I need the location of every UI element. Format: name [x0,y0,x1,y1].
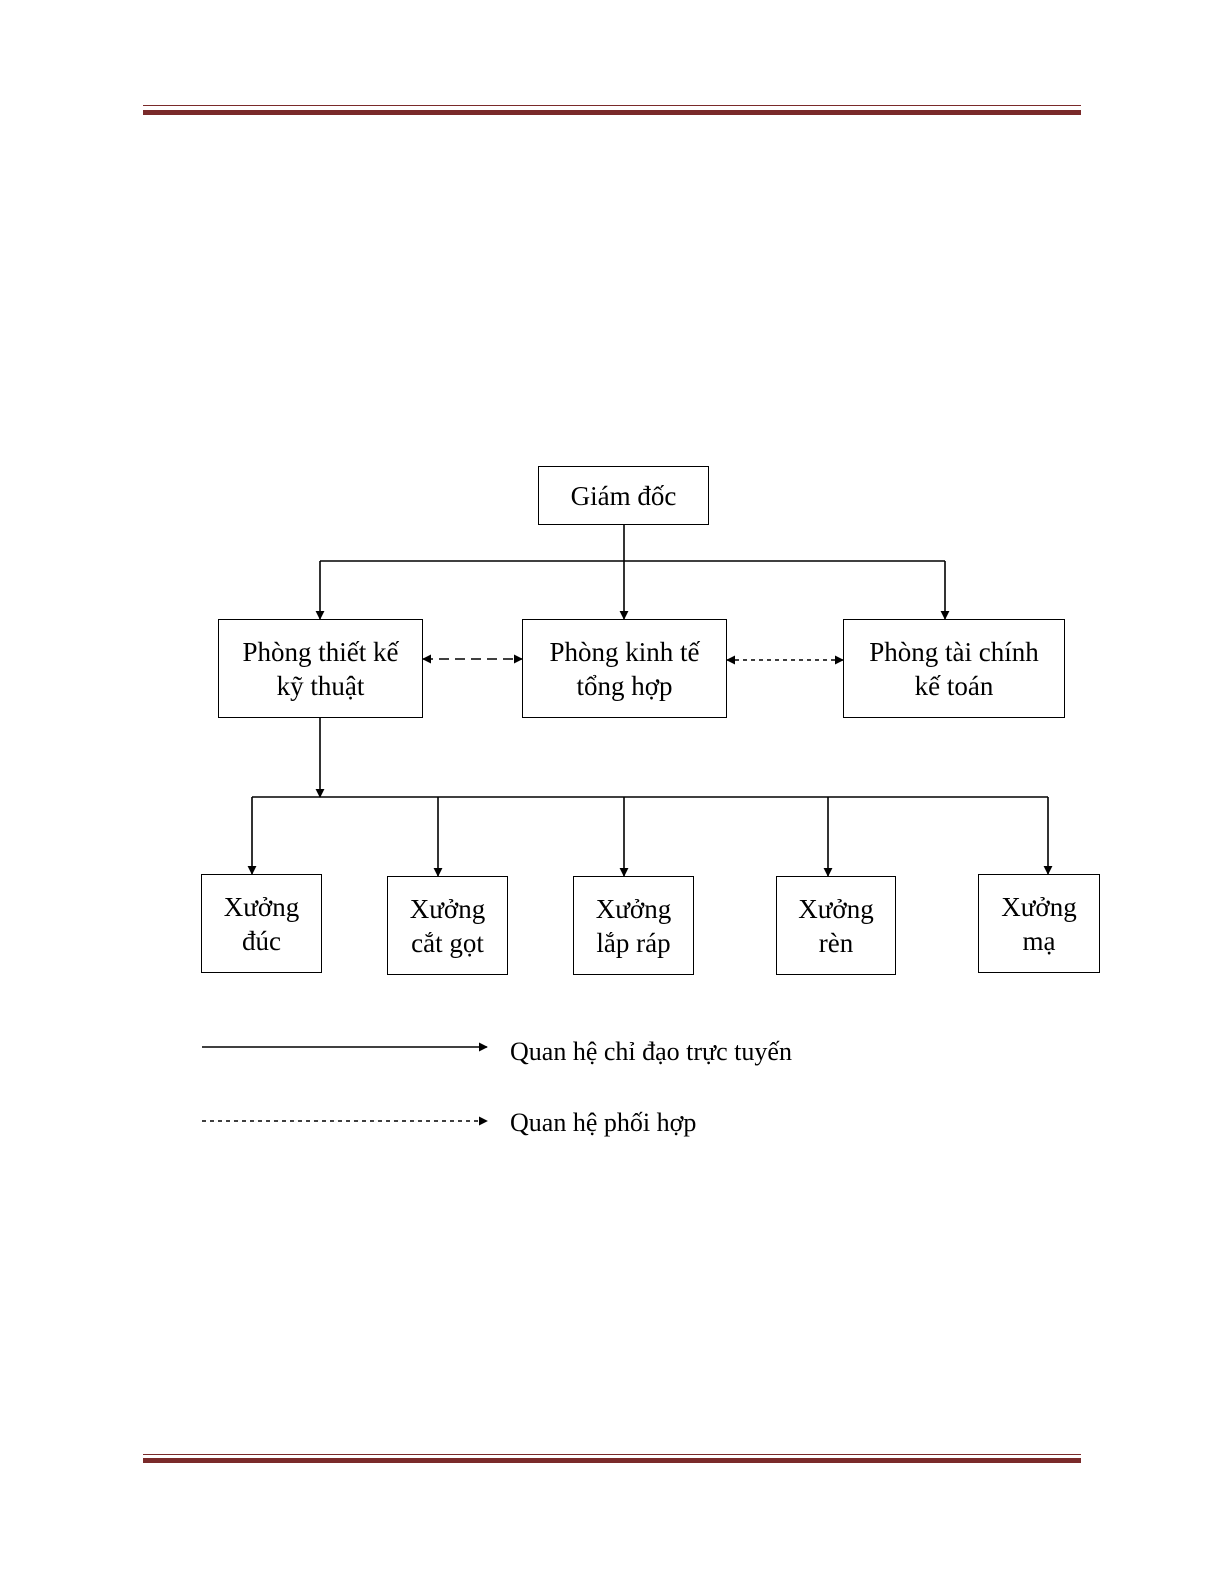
workshop-label-line1: Xưởng [596,892,671,926]
workshop-label-line1: Xưởng [1001,890,1076,924]
workshop-box-plating: Xưởng mạ [978,874,1100,973]
workshop-box-forging: Xưởng rèn [776,876,896,975]
workshop-label-line1: Xưởng [798,892,873,926]
department-label-line2: kỹ thuật [243,669,399,703]
workshop-label-line2: cắt gọt [410,926,485,960]
department-box-finance: Phòng tài chính kế toán [843,619,1065,718]
workshop-label-line2: đúc [224,924,299,958]
workshop-label-line1: Xưởng [224,890,299,924]
workshop-label-line2: mạ [1001,924,1076,958]
workshop-label-line2: lắp ráp [596,926,671,960]
director-box: Giám đốc [538,466,709,525]
department-box-design: Phòng thiết kế kỹ thuật [218,619,423,718]
workshop-box-machining: Xưởng cắt gọt [387,876,508,975]
department-label-line2: tổng hợp [549,669,699,703]
director-label: Giám đốc [571,479,677,513]
workshop-box-assembly: Xưởng lắp ráp [573,876,694,975]
workshop-label-line1: Xưởng [410,892,485,926]
workshop-box-casting: Xưởng đúc [201,874,322,973]
department-box-economic: Phòng kinh tế tổng hợp [522,619,727,718]
department-label-line1: Phòng thiết kế [243,635,399,669]
legend-solid-label: Quan hệ chỉ đạo trực tuyến [510,1037,792,1067]
department-label-line2: kế toán [869,669,1039,703]
department-label-line1: Phòng kinh tế [549,635,699,669]
workshop-label-line2: rèn [798,926,873,960]
legend-dashed-label: Quan hệ phối hợp [510,1108,696,1138]
department-label-line1: Phòng tài chính [869,635,1039,669]
